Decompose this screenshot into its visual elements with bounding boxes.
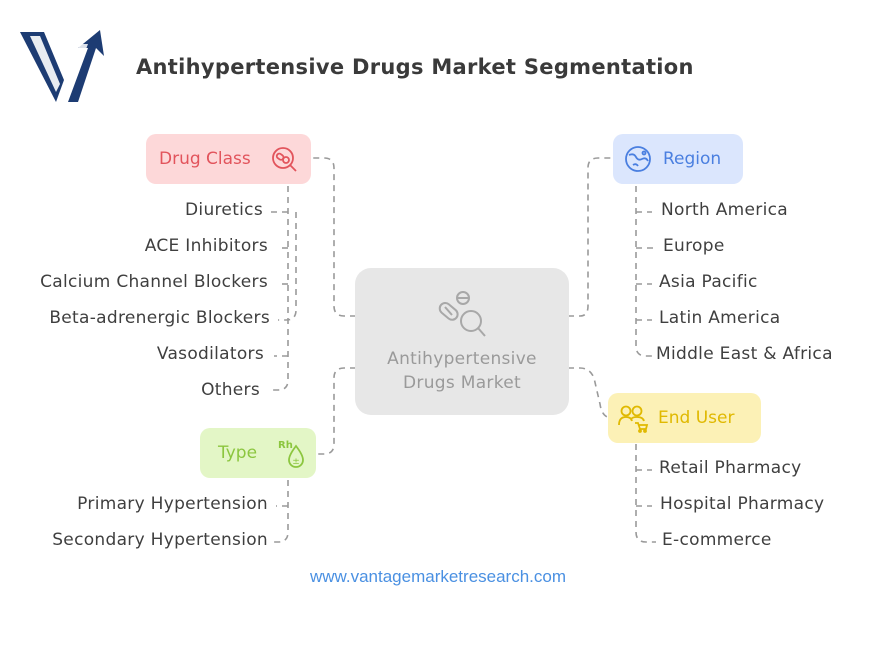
region-label: Region xyxy=(663,149,722,169)
center-node: Antihypertensive Drugs Market xyxy=(355,268,569,415)
pills-search-icon xyxy=(272,147,297,172)
drug-class-item: Calcium Channel Blockers xyxy=(40,272,268,292)
svg-text:Rh: Rh xyxy=(278,440,293,451)
page-title: Antihypertensive Drugs Market Segmentati… xyxy=(136,55,694,79)
region-item: North America xyxy=(661,200,788,220)
center-label: Antihypertensive Drugs Market xyxy=(355,347,569,395)
region-item: Latin America xyxy=(659,308,781,328)
drug-class-item: ACE Inhibitors xyxy=(144,236,268,256)
footer-website-link[interactable]: www.vantagemarketresearch.com xyxy=(309,567,567,586)
pills-magnifier-icon xyxy=(438,291,486,337)
drug-class-item: Beta-adrenergic Blockers xyxy=(49,308,270,328)
end-user-item: Hospital Pharmacy xyxy=(660,494,825,514)
globe-icon xyxy=(625,146,651,172)
end-user-node: End User xyxy=(608,393,761,443)
end-user-item: E-commerce xyxy=(662,530,772,550)
end-user-label: End User xyxy=(658,408,735,428)
center-label-line1: Antihypertensive xyxy=(387,349,537,369)
drug-class-node: Drug Class xyxy=(146,134,311,184)
type-node: Type Rh ± xyxy=(200,428,316,478)
drug-class-label: Drug Class xyxy=(159,149,251,169)
drug-class-item: Diuretics xyxy=(185,200,263,220)
region-item: Middle East & Africa xyxy=(656,344,833,364)
center-label-line2: Drugs Market xyxy=(403,373,521,393)
region-node: Region xyxy=(613,134,743,184)
type-item: Secondary Hypertension xyxy=(52,530,268,550)
region-item: Asia Pacific xyxy=(659,272,758,292)
company-logo xyxy=(20,30,104,102)
people-cart-icon xyxy=(618,405,649,433)
end-user-item: Retail Pharmacy xyxy=(659,458,802,478)
region-item: Europe xyxy=(663,236,725,256)
drug-class-item: Others xyxy=(201,380,260,400)
svg-text:±: ± xyxy=(292,457,300,467)
drug-class-item: Vasodilators xyxy=(156,344,264,364)
blood-drop-rh-icon: Rh ± xyxy=(278,440,304,468)
type-item: Primary Hypertension xyxy=(77,494,268,514)
type-label: Type xyxy=(218,443,258,463)
